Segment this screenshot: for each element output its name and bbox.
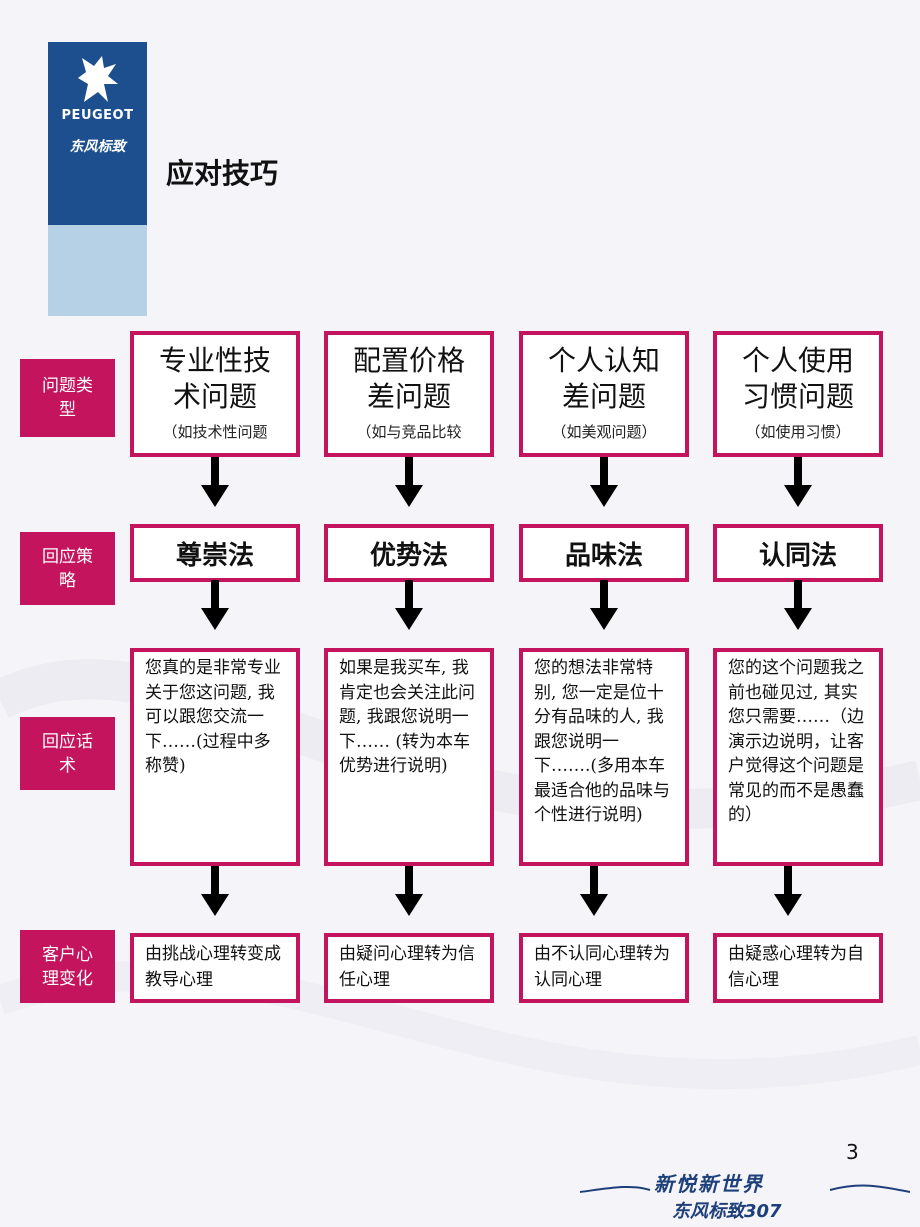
slogan: 新悦新世界 (654, 1172, 764, 1196)
page-title: 应对技巧 (166, 157, 279, 190)
type-sub: （如与竞品比较 (356, 423, 462, 441)
script-text: 您真的是非常专业关于您这问题, 我可以跟您交流一下……(过程中多称赞) (145, 658, 281, 776)
strategy-box: 尊崇法 (130, 524, 300, 582)
type-main: 专业性技术问题 (158, 344, 271, 413)
lion-icon (78, 56, 118, 102)
type-main: 配置价格差问题 (352, 344, 465, 413)
row-label-script-text: 回应话术 (42, 731, 93, 776)
down-arrow-icon (590, 457, 618, 507)
type-sub: （如技术性问题 (162, 423, 268, 441)
row-label-change: 客户心理变化 (20, 930, 115, 1003)
down-arrow-icon (774, 866, 802, 916)
down-arrow-icon (580, 866, 608, 916)
script-box: 如果是我买车, 我肯定也会关注此问题, 我跟您说明一下…… (转为本车优势进行说… (324, 648, 494, 866)
down-arrow-icon (395, 866, 423, 916)
down-arrow-icon (201, 866, 229, 916)
row-label-type-text: 问题类型 (42, 376, 93, 420)
down-arrow-icon (784, 457, 812, 507)
down-arrow-icon (395, 580, 423, 630)
row-label-script: 回应话术 (20, 717, 115, 790)
slogan-swoosh (580, 1184, 910, 1193)
change-text: 由不认同心理转为认同心理 (534, 944, 670, 990)
down-arrow-icon (201, 457, 229, 507)
row-label-change-text: 客户心理变化 (42, 944, 93, 989)
strategy-label: 尊崇法 (175, 540, 254, 571)
change-box: 由不认同心理转为认同心理 (519, 933, 689, 1003)
type-box: 个人认知差问题 （如美观问题） (519, 331, 689, 457)
change-box: 由疑惑心理转为自信心理 (713, 933, 883, 1003)
strategy-box: 品味法 (519, 524, 689, 582)
strategy-label: 品味法 (564, 540, 643, 571)
change-box: 由挑战心理转变成教导心理 (130, 933, 300, 1003)
row-label-strategy-text: 回应策略 (42, 546, 93, 591)
strategy-box: 优势法 (324, 524, 494, 582)
type-sub: （如美观问题） (551, 423, 657, 441)
script-box: 您的这个问题我之前也碰见过, 其实您只需要……（边演示边说明，让客户觉得这个问题… (713, 648, 883, 866)
brand-name-cn: 东风标致 (69, 139, 126, 155)
row-label-strategy: 回应策略 (20, 532, 115, 605)
type-box: 专业性技术问题 （如技术性问题 (130, 331, 300, 457)
type-main: 个人认知差问题 (547, 344, 660, 413)
down-arrow-icon (201, 580, 229, 630)
change-text: 由挑战心理转变成教导心理 (145, 944, 281, 990)
script-text: 如果是我买车, 我肯定也会关注此问题, 我跟您说明一下…… (转为本车优势进行说… (339, 658, 475, 776)
change-box: 由疑问心理转为信任心理 (324, 933, 494, 1003)
strategy-label: 优势法 (369, 540, 448, 571)
down-arrow-icon (784, 580, 812, 630)
brand-name-en: PEUGEOT (61, 108, 134, 123)
type-sub: （如使用习惯） (745, 423, 851, 441)
strategy-label: 认同法 (758, 540, 837, 571)
down-arrow-icon (590, 580, 618, 630)
down-arrow-icon (395, 457, 423, 507)
type-main: 个人使用习惯问题 (741, 344, 854, 413)
change-text: 由疑问心理转为信任心理 (339, 944, 475, 990)
type-box: 个人使用习惯问题 （如使用习惯） (713, 331, 883, 457)
script-text: 您的这个问题我之前也碰见过, 其实您只需要……（边演示边说明，让客户觉得这个问题… (728, 658, 864, 825)
script-box: 您真的是非常专业关于您这问题, 我可以跟您交流一下……(过程中多称赞) (130, 648, 300, 866)
script-box: 您的想法非常特别, 您一定是位十分有品味的人, 我跟您说明一下…….(多用本车最… (519, 648, 689, 866)
strategy-box: 认同法 (713, 524, 883, 582)
peugeot-logo: PEUGEOT 东风标致 (48, 42, 147, 316)
row-label-type: 问题类型 (20, 359, 115, 437)
script-text: 您的想法非常特别, 您一定是位十分有品味的人, 我跟您说明一下…….(多用本车最… (534, 658, 670, 825)
page-number: 3 (846, 1140, 859, 1164)
change-text: 由疑惑心理转为自信心理 (728, 944, 864, 990)
logo-accent-bar (48, 225, 147, 316)
logo-panel: PEUGEOT 东风标致 (48, 42, 147, 225)
sub-brand-logo: 东风标致307 (672, 1201, 782, 1222)
type-box: 配置价格差问题 （如与竞品比较 (324, 331, 494, 457)
